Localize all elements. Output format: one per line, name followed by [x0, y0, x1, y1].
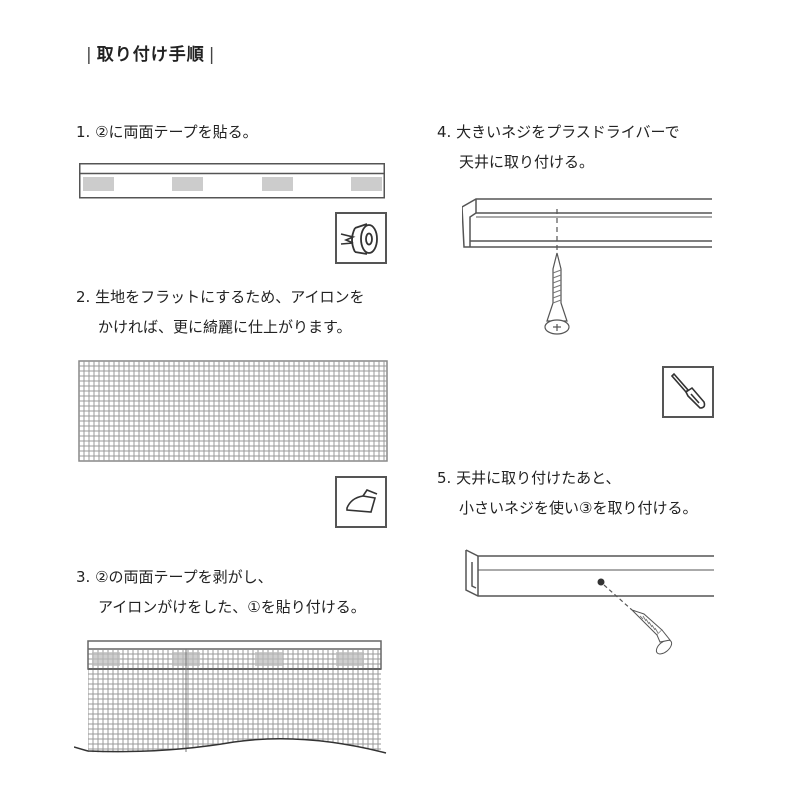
step-number: 2.	[76, 288, 91, 306]
step-number: 1.	[76, 123, 91, 141]
step-line: 天井に取り付けたあと、	[456, 469, 621, 487]
double-sided-tape-icon	[335, 212, 387, 264]
step-number: 4.	[437, 123, 452, 141]
title-left-bar: |	[86, 45, 93, 65]
title-right-bar: |	[208, 45, 216, 65]
title-text: 取り付け手順	[96, 45, 205, 65]
step-2-text: 2. 生地をフラットにするため、アイロンを かければ、更に綺麗に仕上がります。	[76, 282, 365, 342]
large-screw	[544, 252, 570, 335]
tape-strip	[255, 652, 283, 666]
screwdriver-icon	[662, 366, 714, 418]
step-line: 大きいネジをプラスドライバーで	[456, 123, 680, 141]
screw-hole	[597, 578, 605, 586]
step-line: ②の両面テープを剥がし、	[95, 568, 273, 586]
step-3-illustration-rail-with-fabric	[74, 640, 390, 756]
step-line: 生地をフラットにするため、アイロンを	[95, 288, 365, 306]
tape-strip	[351, 177, 382, 191]
tape-strip	[336, 652, 364, 666]
iron-icon	[335, 476, 387, 528]
step-line: かければ、更に綺麗に仕上がります。	[98, 318, 352, 336]
step-1-illustration-rail-with-tape	[79, 163, 385, 199]
step-4-illustration-ceiling-rail-screw	[462, 195, 712, 350]
tape-strip	[262, 177, 293, 191]
tape-strip	[92, 652, 120, 666]
tape-strip	[172, 177, 203, 191]
step-2-illustration-fabric	[78, 360, 388, 462]
step-5-text: 5. 天井に取り付けたあと、 小さいネジを使い③を取り付ける。	[437, 463, 697, 523]
step-3-text: 3. ②の両面テープを剥がし、 アイロンがけをした、①を貼り付ける。	[76, 562, 366, 622]
step-line: アイロンがけをした、①を貼り付ける。	[98, 598, 366, 616]
step-line: 天井に取り付ける。	[459, 153, 595, 171]
fabric-hem-curve	[74, 738, 387, 754]
tape-strip	[83, 177, 114, 191]
fabric-grid	[88, 650, 381, 753]
step-5-illustration-rail-small-screw	[464, 548, 714, 663]
step-line: ②に両面テープを貼る。	[95, 123, 258, 141]
step-4-text: 4. 大きいネジをプラスドライバーで 天井に取り付ける。	[437, 117, 680, 177]
small-screw	[631, 609, 673, 655]
page-title: |取り付け手順|	[82, 40, 219, 65]
step-line: 小さいネジを使い③を取り付ける。	[459, 499, 698, 517]
step-number: 3.	[76, 568, 91, 586]
step-1-text: 1. ②に両面テープを貼る。	[76, 117, 258, 147]
fabric-grid	[79, 361, 387, 461]
step-number: 5.	[437, 469, 452, 487]
